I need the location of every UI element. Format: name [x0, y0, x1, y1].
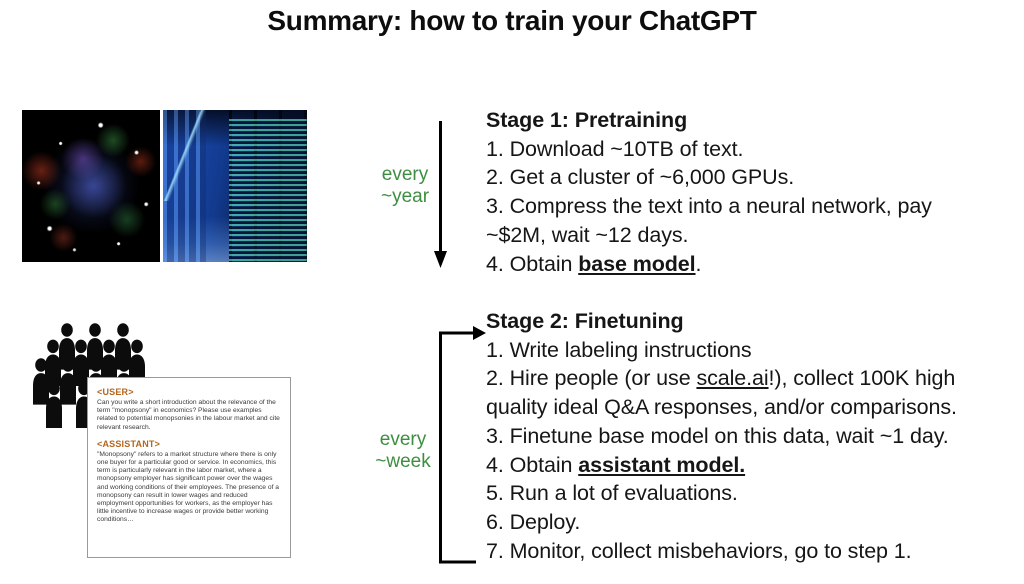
- assistant-message: "Monopsony" refers to a market structure…: [97, 450, 280, 524]
- stage2-weekly-loop-arrow-icon: [439, 326, 486, 564]
- stage2-step-4: 4. Obtain assistant model.: [486, 452, 746, 477]
- cadence-line: every: [379, 429, 427, 450]
- user-tag: <USER>: [97, 387, 134, 397]
- stage1-step-4: 4. Obtain base model.: [486, 251, 702, 276]
- stage1-block: Stage 1: Pretraining 1. Download ~10TB o…: [486, 106, 986, 278]
- assistant-model-emphasis: assistant model.: [578, 452, 746, 477]
- cadence-line: ~year: [380, 185, 430, 207]
- stage1-cadence-label: every ~year: [374, 164, 436, 207]
- pretraining-images: [22, 110, 307, 262]
- labeling-example-document: <USER> Can you write a short introductio…: [87, 377, 291, 558]
- stage1-step-1: 1. Download ~10TB of text.: [486, 136, 744, 161]
- assistant-tag: <ASSISTANT>: [97, 438, 161, 449]
- gpu-cluster-image: [163, 110, 307, 262]
- stage1-step-3: 3. Compress the text into a neural netwo…: [486, 194, 932, 247]
- stage2-cadence-label: every ~week: [372, 429, 434, 472]
- stage2-step-1: 1. Write labeling instructions: [486, 337, 752, 362]
- stage1-down-arrow-icon: [434, 121, 447, 268]
- slide-title: Summary: how to train your ChatGPT: [267, 5, 757, 36]
- base-model-emphasis: base model: [578, 251, 696, 276]
- stage2-step-5: 5. Run a lot of evaluations.: [486, 481, 738, 506]
- cadence-line: ~week: [375, 450, 431, 472]
- internet-data-image: [22, 110, 160, 262]
- cadence-line: every: [381, 164, 429, 185]
- stage2-step-6: 6. Deploy.: [486, 509, 581, 534]
- stage2-step-2: 2. Hire people (or use scale.ai!), colle…: [486, 366, 957, 420]
- stage2-step-7: 7. Monitor, collect misbehaviors, go to …: [486, 538, 912, 563]
- stage1-heading: Stage 1: Pretraining: [486, 108, 688, 132]
- stage2-step-3: 3. Finetune base model on this data, wai…: [486, 423, 949, 448]
- stage1-step-2: 2. Get a cluster of ~6,000 GPUs.: [486, 165, 795, 190]
- user-message: Can you write a short introduction about…: [97, 399, 280, 431]
- stage2-heading: Stage 2: Finetuning: [486, 309, 684, 333]
- scale-ai-link[interactable]: scale.ai: [696, 366, 769, 391]
- stage2-block: Stage 2: Finetuning 1. Write labeling in…: [486, 307, 986, 565]
